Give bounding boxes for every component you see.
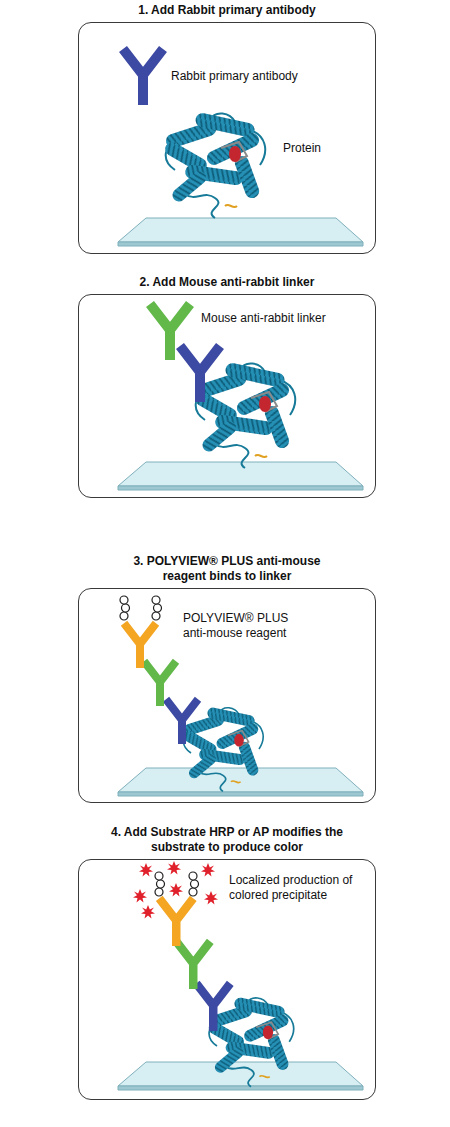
- step-heading: 4. Add Substrate HRP or AP modifies the …: [108, 825, 346, 855]
- step-panel: 4. Add Substrate HRP or AP modifies the …: [78, 859, 376, 1100]
- step-heading: 2. Add Mouse anti-rabbit linker: [78, 275, 376, 290]
- part-label: POLYVIEW® PLUS anti-mouse reagent: [183, 611, 301, 641]
- step-heading: 3. POLYVIEW® PLUS anti-mouse reagent bin…: [120, 554, 335, 584]
- part-label: Rabbit primary antibody: [171, 69, 351, 84]
- step-panel: 2. Add Mouse anti-rabbit linkerMouse ant…: [78, 294, 376, 498]
- step-heading: 1. Add Rabbit primary antibody: [78, 3, 376, 18]
- step-panel: 3. POLYVIEW® PLUS anti-mouse reagent bin…: [78, 588, 376, 803]
- part-label: Protein: [283, 141, 363, 156]
- step-panel: 1. Add Rabbit primary antibodyRabbit pri…: [78, 22, 376, 254]
- part-label: Localized production of colored precipit…: [229, 873, 369, 903]
- panel-3-art: [118, 596, 363, 796]
- panel-2-art: [118, 304, 363, 490]
- part-label: Mouse anti-rabbit linker: [201, 311, 361, 326]
- panel-1-art: [118, 49, 363, 246]
